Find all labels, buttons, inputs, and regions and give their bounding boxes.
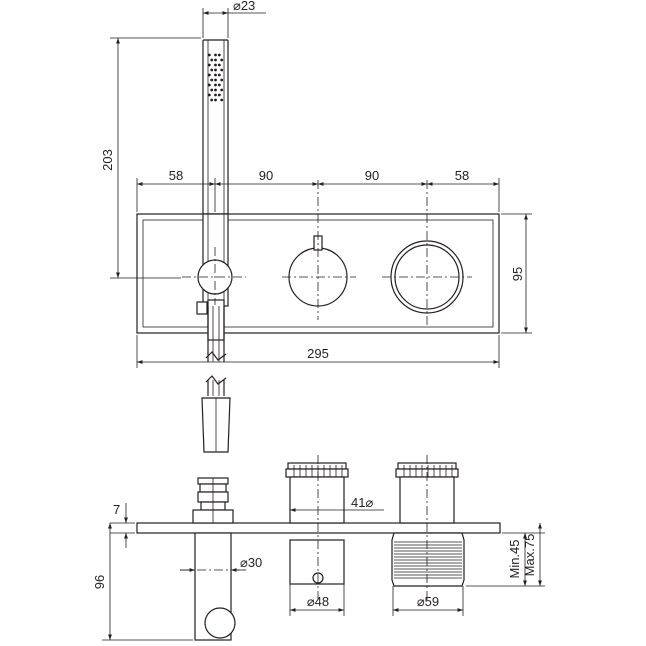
- nozzle-dot: [214, 93, 217, 97]
- thermostatic-cartridge: [285, 455, 349, 600]
- nozzle-dot: [220, 58, 224, 62]
- side-view: 41⌀ 7 96 ⌀30 ⌀48: [92, 455, 545, 641]
- nozzle-dot: [214, 73, 217, 77]
- label-outlet-depth: 96: [92, 575, 107, 589]
- dim-cartridge-diameter: 41⌀: [290, 495, 384, 512]
- nozzle-dot: [220, 88, 224, 92]
- dim-hand-shower-diameter: ⌀23: [202, 0, 266, 38]
- nozzle-dot: [210, 78, 214, 82]
- nozzle-dot: [217, 53, 221, 57]
- nozzle-dot: [210, 68, 214, 72]
- nozzle-dot: [214, 78, 217, 82]
- nozzle-dot: [214, 68, 217, 72]
- label-spacing-left: 58: [169, 168, 183, 183]
- dim-knob2-diameter: ⌀59: [392, 586, 464, 616]
- dim-plate-thickness: 7: [110, 502, 135, 548]
- label-depth-min: Min.45: [507, 539, 522, 578]
- nozzle-dot: [207, 83, 211, 87]
- nozzle-dot: [207, 63, 211, 67]
- shower-outlet: [180, 477, 246, 641]
- label-plate-thickness: 7: [113, 502, 120, 517]
- dim-spacing-chain: 58 90 90 58: [136, 168, 500, 212]
- nozzle-dot: [220, 78, 224, 82]
- dim-install-depth: Min.45 Max.75: [466, 523, 545, 587]
- label-knob2-diameter: ⌀59: [417, 594, 439, 609]
- dim-plate-width: 295: [136, 335, 500, 368]
- nozzle-dot: [217, 83, 221, 87]
- side-plate: [136, 522, 501, 534]
- centre-lines: [182, 180, 472, 325]
- nozzle-dot: [210, 98, 214, 102]
- label-hand-shower-height: 203: [100, 149, 115, 171]
- label-spacing-mid2: 90: [365, 168, 379, 183]
- nozzle-dot: [214, 53, 217, 57]
- label-plate-width: 295: [307, 346, 329, 361]
- label-spacing-right: 58: [455, 168, 469, 183]
- nozzle-dot: [207, 73, 211, 77]
- dim-hand-shower-height: 203: [100, 37, 201, 279]
- nozzle-dot: [214, 58, 217, 62]
- front-view: ⌀23 203 58 90 90 58 95: [100, 0, 532, 453]
- dim-knob1-diameter: ⌀48: [289, 584, 345, 616]
- dim-outlet-diameter: ⌀30: [180, 555, 262, 572]
- label-cartridge-diameter: 41⌀: [351, 495, 373, 510]
- dim-plate-height: 95: [501, 213, 532, 334]
- diverter-cartridge: [391, 455, 465, 600]
- nozzle-dot: [217, 73, 221, 77]
- knurled-ring-lines: [394, 541, 462, 579]
- nozzle-dot: [217, 63, 221, 67]
- nozzle-dot: [214, 88, 217, 92]
- nozzle-dot: [214, 83, 217, 87]
- nozzle-dot: [217, 93, 221, 97]
- nozzle-dot: [214, 98, 217, 102]
- label-plate-height: 95: [510, 267, 525, 281]
- nozzle-dot: [220, 68, 224, 72]
- dim-outlet-depth: 96: [92, 523, 193, 641]
- nozzle-dot: [207, 53, 211, 57]
- hand-shower: [202, 39, 229, 215]
- label-spacing-mid1: 90: [259, 168, 273, 183]
- nozzle-dot: [210, 88, 214, 92]
- label-knob1-diameter: ⌀48: [307, 594, 329, 609]
- shower-nozzle-dots: [207, 53, 224, 102]
- label-depth-max: Max.75: [522, 534, 537, 577]
- nozzle-dot: [220, 98, 224, 102]
- label-outlet-diameter: ⌀30: [240, 555, 262, 570]
- label-hand-shower-diameter: ⌀23: [233, 0, 255, 13]
- nozzle-dot: [214, 63, 217, 67]
- nozzle-dot: [207, 93, 211, 97]
- nozzle-dot: [210, 58, 214, 62]
